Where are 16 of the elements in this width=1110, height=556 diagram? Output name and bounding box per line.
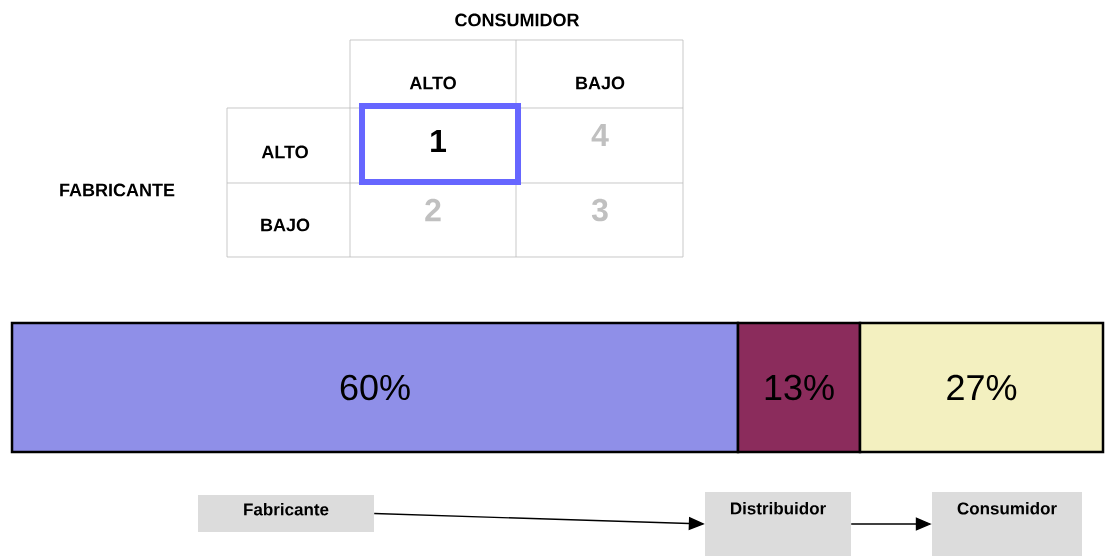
bar-segment: 13% <box>736 321 862 454</box>
cell-number: 3 <box>591 198 608 222</box>
column-header: CONSUMIDOR <box>455 13 580 27</box>
cell-number: 2 <box>425 198 441 222</box>
row-header: ALTO <box>261 145 308 159</box>
stage-box: Fabricante <box>198 495 374 532</box>
row-header: BAJO <box>261 218 310 232</box>
bar-segment: 60% <box>10 321 740 454</box>
bar-segment: 27% <box>858 321 1105 454</box>
column-header: ALTO <box>409 76 456 90</box>
row-header: FABRICANTE <box>60 183 175 197</box>
stage-box: Consumidor <box>932 492 1082 556</box>
cell-number: 4 <box>591 124 609 146</box>
column-header: BAJO <box>576 76 625 90</box>
stage-box: Distribuidor <box>705 492 851 556</box>
cell-number: 1 <box>431 130 446 152</box>
